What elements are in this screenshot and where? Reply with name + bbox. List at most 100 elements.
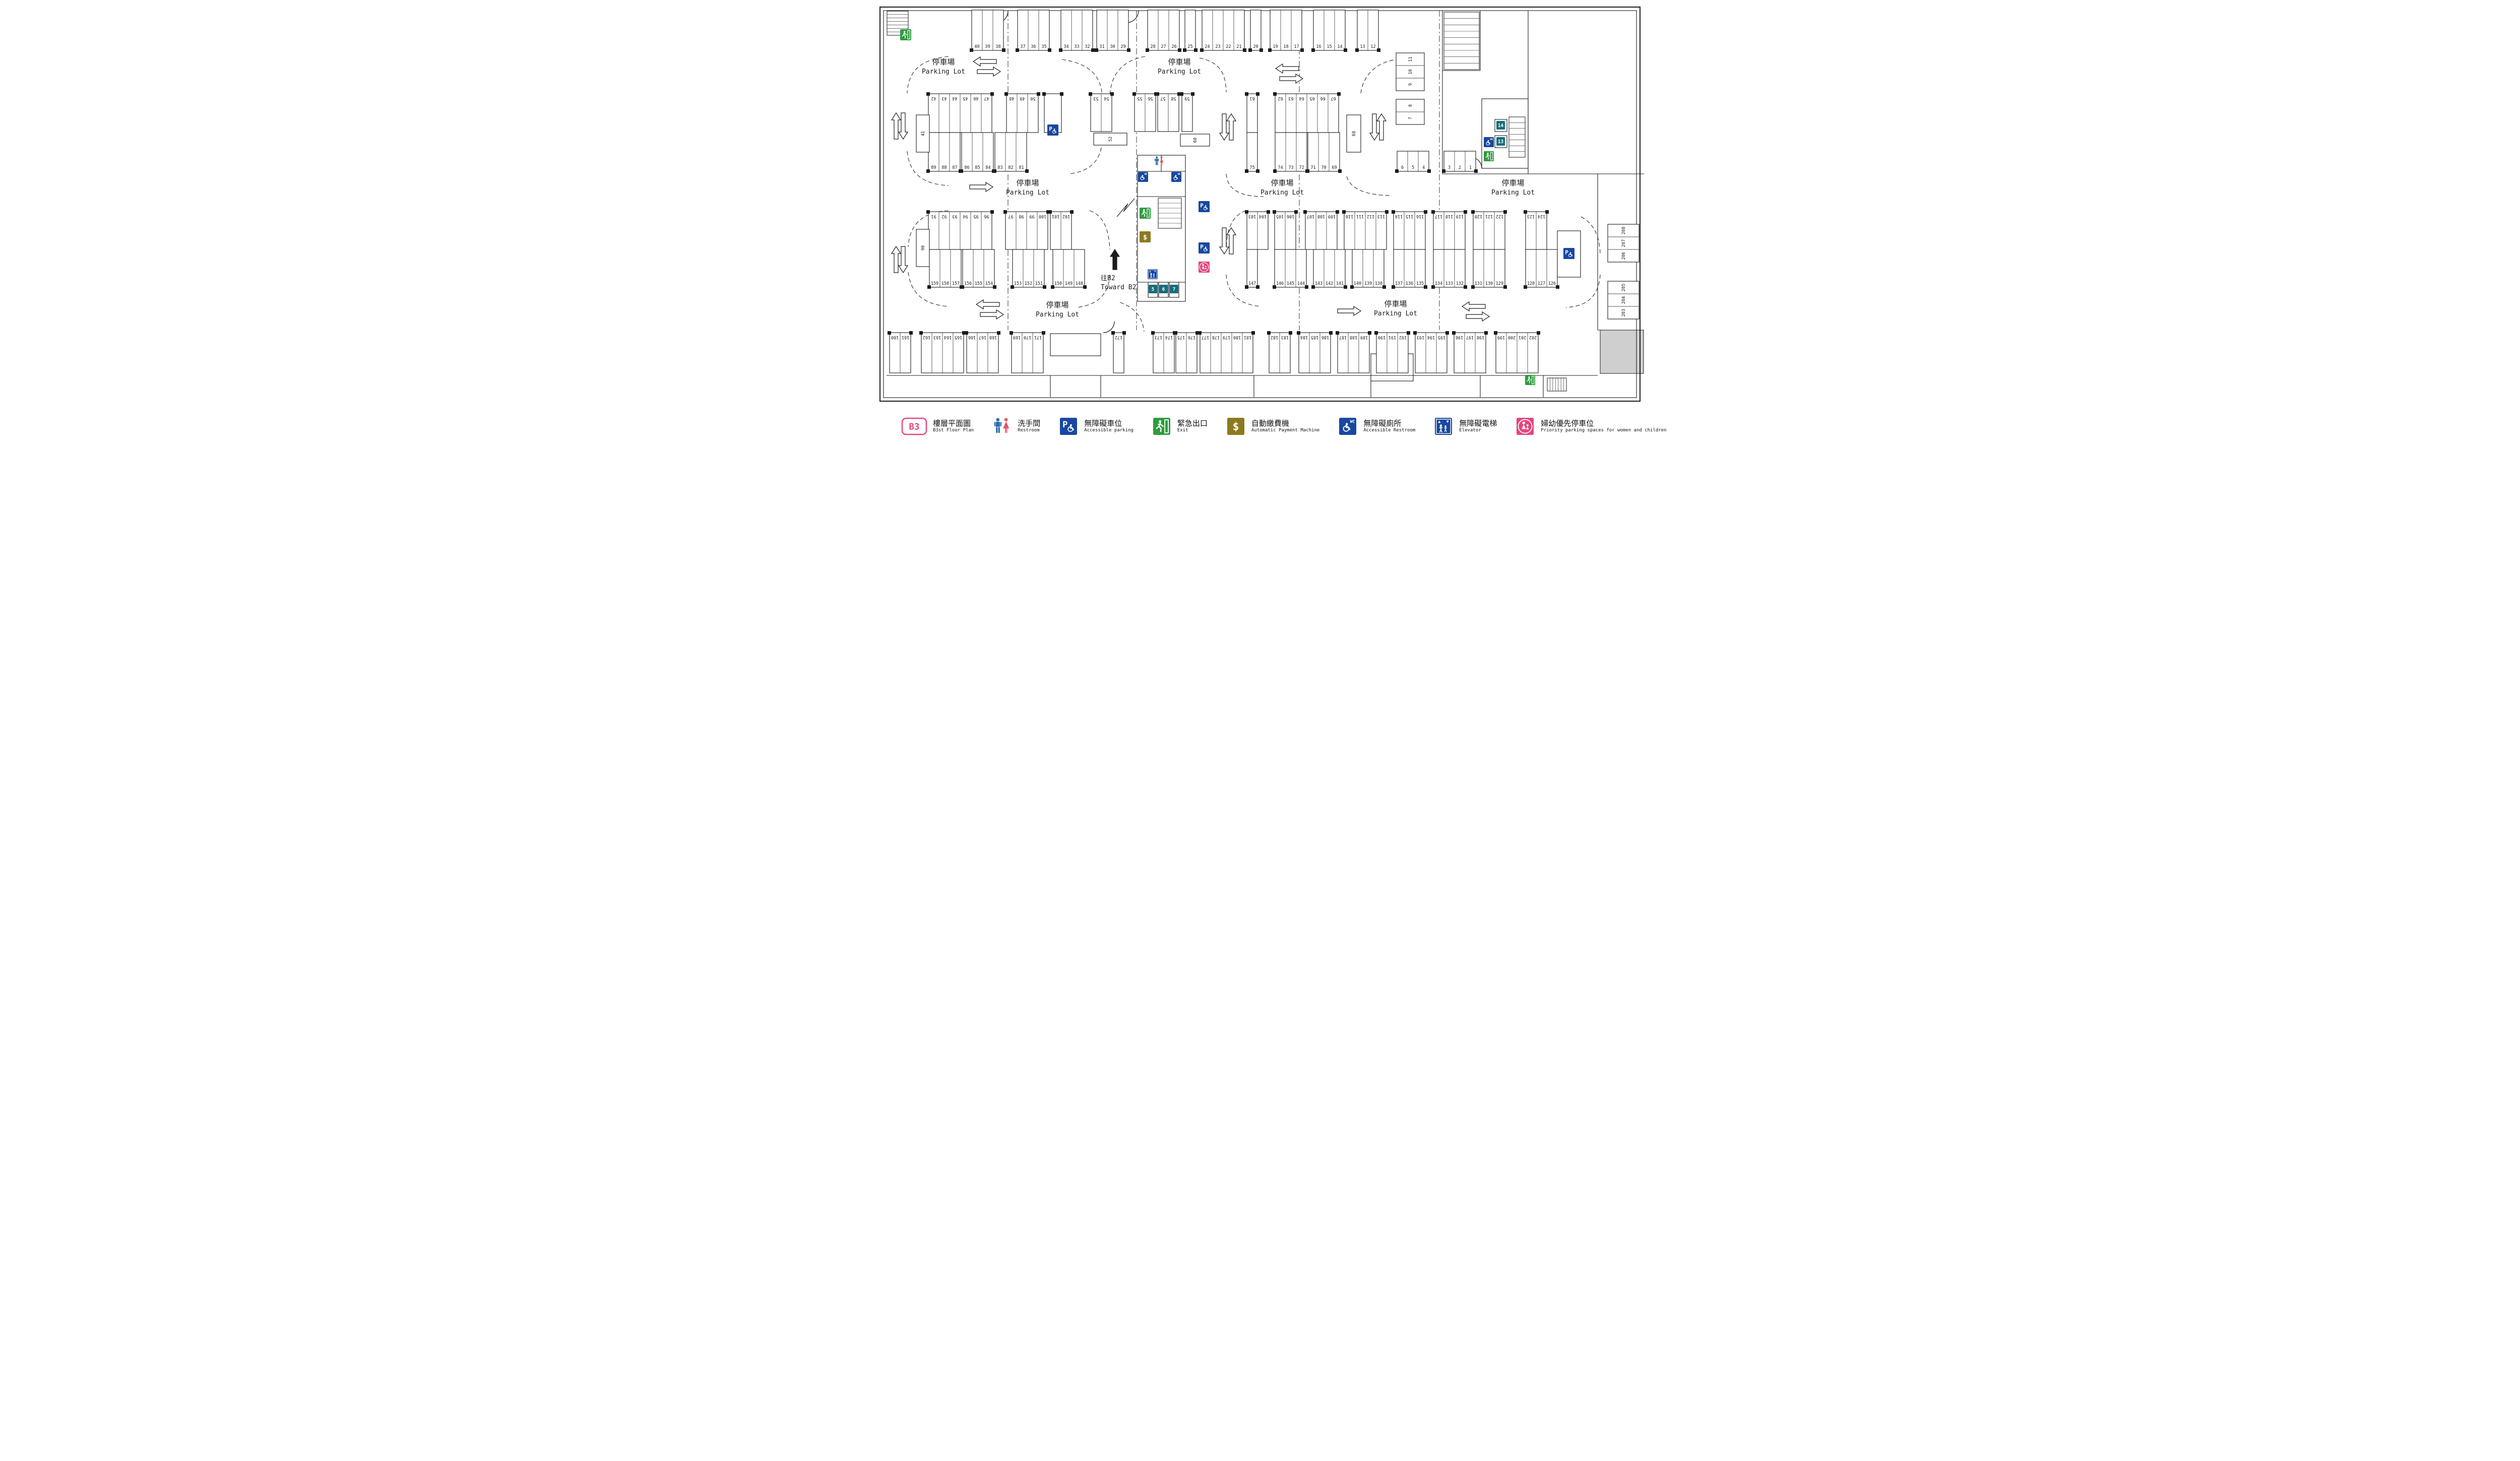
stall-number: 26 — [1171, 44, 1176, 49]
stall-number: 199 — [1497, 335, 1505, 340]
pillar — [1245, 169, 1248, 173]
stall-number: 117 — [1435, 214, 1442, 219]
stall-number: 50 — [1030, 96, 1035, 101]
stall-number: 34 — [1063, 44, 1068, 49]
stall-number: 153 — [1014, 281, 1022, 286]
stall-number: 96 — [984, 214, 989, 219]
stall-number: 145 — [1287, 281, 1294, 286]
stairs — [1158, 198, 1182, 229]
parking-stall-group: 25 — [1183, 10, 1198, 52]
pillar — [1256, 92, 1259, 96]
pillar — [1146, 48, 1149, 52]
stall-number: 143 — [1315, 281, 1322, 286]
pillar — [1289, 331, 1292, 335]
svg-text:13: 13 — [1498, 139, 1504, 145]
stall-number: 48 — [1009, 96, 1014, 101]
legend-label-zh: 自動繳費機 — [1251, 419, 1289, 428]
legend-label-zh: 洗手間 — [1018, 419, 1041, 428]
stall-number: 180 — [1233, 335, 1241, 340]
pillar — [1464, 210, 1467, 214]
pillar — [1344, 48, 1347, 52]
stall-number: 102 — [1062, 214, 1070, 219]
stall-number: 202 — [1529, 335, 1537, 340]
pillar — [1452, 331, 1456, 335]
stall-number: 67 — [1331, 96, 1336, 101]
stall-number: 134 — [1435, 281, 1442, 286]
pillar — [960, 169, 963, 173]
pillar — [1355, 48, 1359, 52]
pillar — [1267, 210, 1270, 214]
pillar — [1060, 92, 1063, 96]
pillar — [1338, 169, 1342, 173]
stall-number: 123 — [1527, 214, 1535, 219]
stall-number: 101 — [1052, 214, 1059, 219]
lane-guide — [1346, 176, 1393, 196]
stall-number: 170 — [1024, 335, 1031, 340]
pillar — [1089, 92, 1092, 96]
stall-number: 195 — [1438, 335, 1445, 340]
direction-arrow — [1219, 113, 1230, 141]
stall-number: 190 — [1378, 335, 1385, 340]
pillar — [1011, 285, 1014, 289]
parking-stall — [1346, 114, 1361, 153]
parking-stall — [1147, 10, 1180, 51]
parking-stall — [1093, 133, 1127, 146]
stall-number: 128 — [1527, 281, 1535, 286]
stall-number: 6 — [1401, 165, 1404, 170]
accessible-restroom-icon: WC — [1171, 172, 1181, 182]
stall-number: 110 — [1346, 214, 1353, 219]
stall-number: 90 — [921, 245, 926, 250]
svg-text:P: P — [1200, 202, 1204, 209]
accessible-parking-icon: P — [1199, 242, 1210, 253]
svg-text:WC: WC — [1178, 173, 1181, 176]
direction-arrow — [972, 56, 997, 67]
priority-icon — [1517, 418, 1534, 435]
stall-number: 115 — [1406, 214, 1413, 219]
stall-number: 151 — [1035, 281, 1043, 286]
stall-number: 27 — [1161, 44, 1166, 49]
parking-stall — [1275, 132, 1307, 172]
stall-number: 203 — [1621, 309, 1626, 316]
stall-number: 144 — [1297, 281, 1305, 286]
stall-number: 1 — [1469, 165, 1472, 170]
stall-number: 73 — [1288, 165, 1293, 170]
pillar — [1392, 210, 1395, 214]
parking-stall-group: 20 — [1248, 10, 1263, 52]
parking-stall — [1200, 332, 1253, 373]
accessible-elevator-icon — [1148, 269, 1158, 279]
svg-text:5: 5 — [1152, 287, 1155, 292]
direction-arrow-solid — [1109, 248, 1120, 270]
stall-number: 29 — [1120, 44, 1125, 49]
pillar — [1198, 331, 1202, 335]
pillar — [1256, 285, 1259, 289]
stall-number: 37 — [1020, 44, 1025, 49]
parking-stall-group: 52 — [1093, 133, 1127, 146]
stall-number: 70 — [1321, 165, 1326, 170]
stall-number: 119 — [1456, 214, 1464, 219]
pillar — [1037, 92, 1040, 96]
stall-number: 187 — [1339, 335, 1347, 340]
parking-stall — [1017, 10, 1050, 51]
stall-number: 139 — [1364, 281, 1372, 286]
direction-arrow — [1226, 227, 1237, 255]
direction-arrow — [1219, 227, 1230, 255]
pillar — [1344, 285, 1347, 289]
parking-stall-group: 60 — [1180, 134, 1210, 147]
parking-stall — [1415, 332, 1447, 373]
pillar — [1256, 169, 1259, 173]
stall-number: 21 — [1236, 44, 1241, 49]
pillar — [1395, 169, 1399, 173]
parking-stall — [916, 229, 930, 267]
pillar — [1305, 285, 1308, 289]
stall-number: 2 — [1459, 165, 1461, 170]
stall-number: 175 — [1177, 335, 1185, 340]
